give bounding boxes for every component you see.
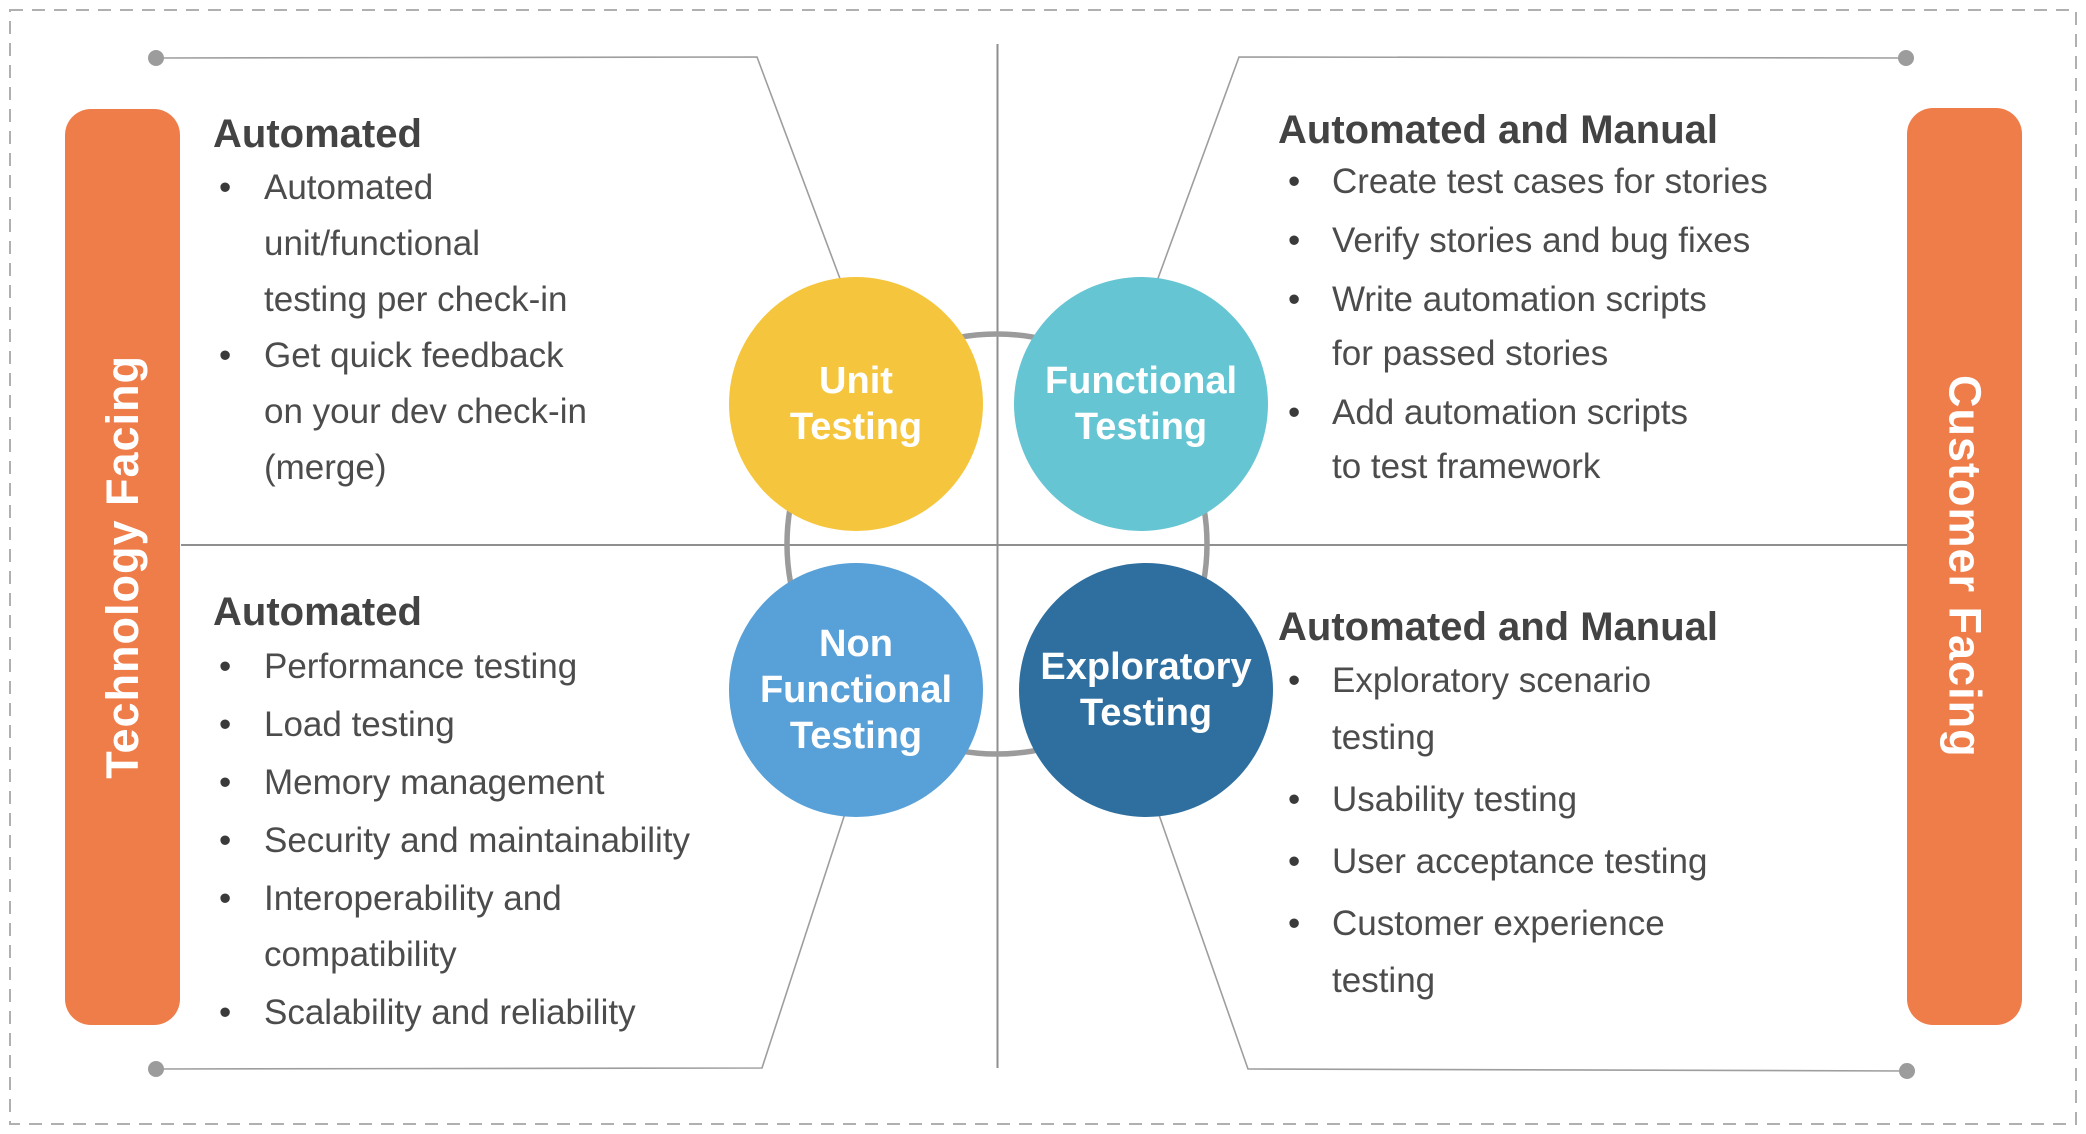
quadrant-ring bbox=[784, 331, 1210, 757]
quadrant-bottom-right: Automated and Manual Exploratory scenari… bbox=[1278, 602, 1893, 1009]
quadrant-bottom-left: Automated Performance testing Load testi… bbox=[213, 587, 873, 1041]
functional-testing-label: Functional Testing bbox=[1044, 360, 1238, 448]
list-item: Scalability and reliability bbox=[213, 985, 873, 1041]
list-item: Verify stories and bug fixes bbox=[1278, 214, 1893, 268]
list-item: Customer experience testing bbox=[1278, 895, 1893, 1009]
quadrant-bullet-list: Exploratory scenario testing Usability t… bbox=[1278, 652, 1893, 1009]
connector-dot-bottom-left bbox=[148, 1061, 164, 1077]
quadrant-bullet-list: Performance testing Load testing Memory … bbox=[213, 639, 873, 1041]
list-item: Exploratory scenario testing bbox=[1278, 652, 1893, 766]
connector-dot-bottom-right bbox=[1899, 1063, 1915, 1079]
list-item: Usability testing bbox=[1278, 771, 1893, 828]
exploratory-testing-circle: Exploratory Testing bbox=[1019, 563, 1273, 817]
list-item: Automated unit/functional testing per ch… bbox=[213, 160, 873, 328]
list-item: Create test cases for stories bbox=[1278, 155, 1893, 209]
quadrant-top-right: Automated and Manual Create test cases f… bbox=[1278, 105, 1893, 494]
list-item: Security and maintainability bbox=[213, 813, 873, 869]
customer-facing-label: Customer Facing bbox=[1939, 375, 1991, 758]
technology-facing-bar: Technology Facing bbox=[65, 109, 180, 1025]
list-item: Load testing bbox=[213, 697, 873, 753]
quadrant-heading: Automated and Manual bbox=[1278, 108, 1719, 152]
unit-testing-circle: Unit Testing bbox=[729, 277, 983, 531]
customer-facing-bar: Customer Facing bbox=[1907, 108, 2022, 1025]
quadrant-heading: Automated bbox=[213, 112, 422, 156]
list-item: Get quick feedback on your dev check-in … bbox=[213, 328, 873, 496]
exploratory-testing-label: Exploratory Testing bbox=[1040, 646, 1252, 734]
functional-testing-circle: Functional Testing bbox=[1014, 277, 1268, 531]
list-item: Memory management bbox=[213, 755, 873, 811]
list-item: User acceptance testing bbox=[1278, 833, 1893, 890]
unit-testing-label: Unit Testing bbox=[789, 360, 923, 448]
list-item: Write automation scripts for passed stor… bbox=[1278, 273, 1893, 381]
non-functional-testing-label: Non Functional Testing bbox=[759, 623, 953, 757]
list-item: Add automation scripts to test framework bbox=[1278, 386, 1893, 494]
connector-dot-top-left bbox=[148, 50, 164, 66]
quadrant-bullet-list: Create test cases for stories Verify sto… bbox=[1278, 155, 1893, 494]
connector-dot-top-right bbox=[1898, 50, 1914, 66]
quadrant-top-left: Automated Automated unit/functional test… bbox=[213, 109, 873, 496]
connector-top-right bbox=[1152, 56, 1907, 293]
technology-facing-label: Technology Facing bbox=[96, 355, 148, 779]
list-item: Interoperability and compatibility bbox=[213, 871, 873, 983]
non-functional-testing-circle: Non Functional Testing bbox=[729, 563, 983, 817]
dashed-border bbox=[9, 9, 2077, 1125]
quadrant-heading: Automated bbox=[213, 590, 422, 634]
quadrant-heading: Automated and Manual bbox=[1278, 605, 1719, 649]
quadrant-bullet-list: Automated unit/functional testing per ch… bbox=[213, 160, 873, 496]
connector-bottom-right bbox=[1150, 791, 1908, 1072]
list-item: Performance testing bbox=[213, 639, 873, 695]
